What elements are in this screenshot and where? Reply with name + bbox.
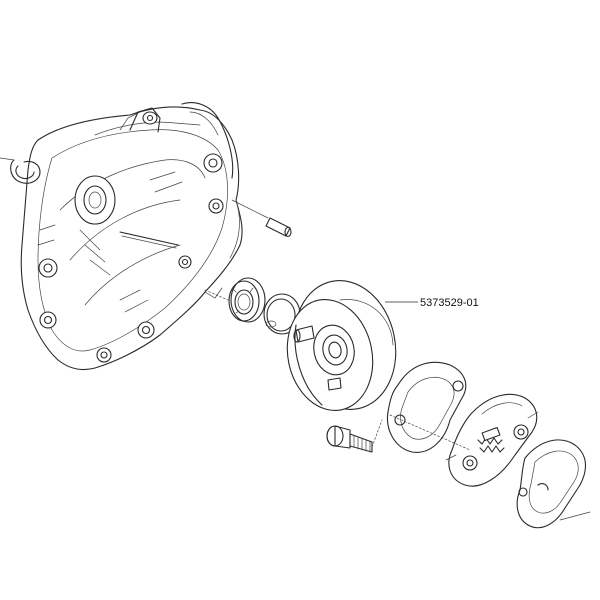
clutch-shoe-assembly	[445, 393, 539, 487]
ball-bearing	[228, 277, 266, 323]
washer-plate-2	[516, 439, 591, 529]
shoulder-bolt	[326, 419, 383, 453]
part-number-label: 5373529-01	[420, 297, 479, 309]
part-callout: 5373529-01	[385, 297, 479, 309]
pin	[231, 199, 292, 238]
retaining-clip-left	[0, 157, 41, 184]
washer-plate-1	[386, 361, 467, 453]
crankcase-housing	[20, 102, 243, 371]
clutch-drum	[286, 280, 397, 412]
